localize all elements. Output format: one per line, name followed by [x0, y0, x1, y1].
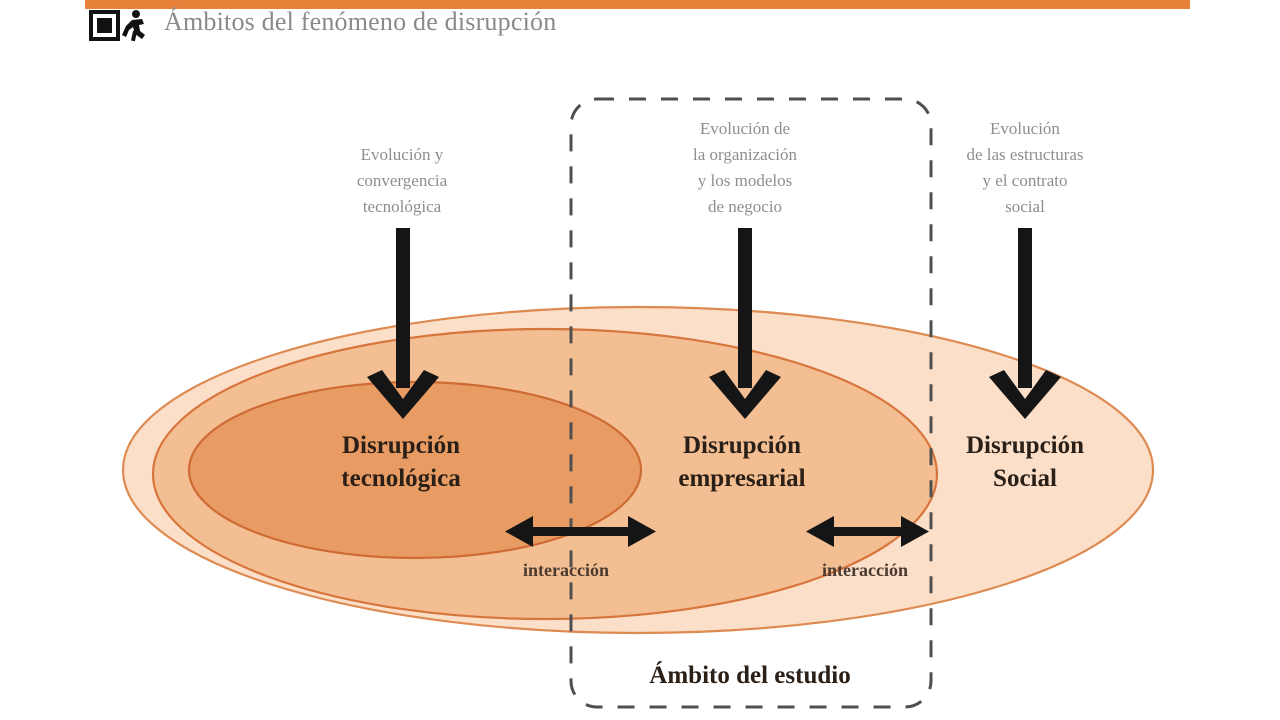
interaction-arrow-business-social — [806, 516, 929, 547]
study-scope-label: Ámbito del estudio — [649, 662, 851, 689]
arrow-down-social — [989, 228, 1061, 419]
zone-label-social-disruption: Disrupción Social — [965, 432, 1085, 492]
caption-technological-evolution: Evolución y convergencia tecnológica — [356, 145, 448, 216]
study-scope-box — [569, 97, 933, 709]
arrow-down-business — [709, 228, 781, 419]
interaction-arrow-tech-business — [505, 516, 656, 547]
zone-label-technological-disruption: Disrupción tecnológica — [341, 432, 461, 492]
caption-social-evolution: Evolución de las estructuras y el contra… — [966, 119, 1084, 216]
arrow-down-technological — [367, 228, 439, 419]
interaction-label-business-social: interacción — [822, 560, 908, 580]
header-accent-bar — [85, 0, 1190, 9]
ellipse-inner-technological — [187, 380, 643, 560]
caption-organization-evolution: Evolución de la organización y los model… — [692, 119, 797, 216]
interaction-label-tech-business: interacción — [523, 560, 609, 580]
zone-label-business-disruption: Disrupción empresarial — [678, 432, 806, 492]
qr-runner-icon — [88, 8, 154, 42]
page-title: Ámbitos del fenómeno de disrupción — [164, 7, 557, 36]
